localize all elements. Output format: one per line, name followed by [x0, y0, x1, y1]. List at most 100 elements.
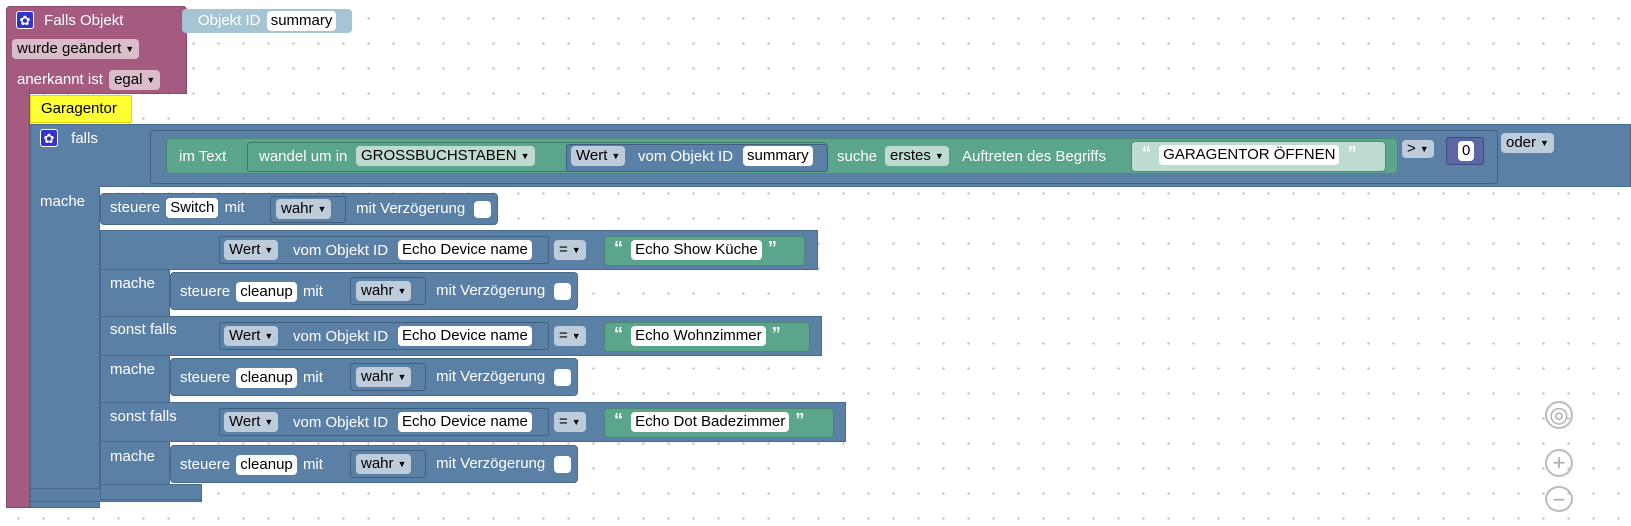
branch-1-device-field[interactable]: Echo Device name: [398, 240, 532, 260]
comment-text: Garagentor: [41, 100, 117, 117]
branch-3-wert-dropdown[interactable]: Wert▼: [224, 412, 279, 432]
branch-1-string-field[interactable]: Echo Show Küche: [631, 240, 762, 260]
zoom-out-icon[interactable]: −: [1545, 486, 1573, 512]
oder-dropdown[interactable]: oder▼: [1501, 133, 1554, 153]
branch-2-wert-dropdown[interactable]: Wert▼: [224, 326, 279, 346]
quote-close-icon: ”: [767, 238, 777, 258]
steuere-switch-content: steuere Switch mit: [110, 198, 245, 218]
outer-falls-text: falls: [71, 130, 98, 147]
compare-op-dropdown[interactable]: >▼: [1402, 140, 1434, 158]
branch-3-wert-value: Wert: [229, 413, 261, 430]
branch-2-eq-dropdown[interactable]: =▼: [554, 326, 586, 346]
mit-label: mit: [302, 369, 323, 386]
branch-2-target-field[interactable]: cleanup: [236, 368, 297, 388]
ack-row: anerkannt ist egal▼: [17, 70, 161, 90]
search-string-field[interactable]: GARAGENTOR ÖFFNEN: [1159, 145, 1340, 165]
dropdown-icon: ▼: [520, 151, 530, 162]
search-string-content: “ GARAGENTOR ÖFFNEN ”: [1142, 143, 1357, 165]
branch-1-wert-dropdown[interactable]: Wert▼: [224, 240, 279, 260]
dropdown-icon: ▼: [397, 372, 407, 383]
suche-label: suche: [837, 148, 878, 165]
gear-icon[interactable]: ✿: [40, 129, 58, 147]
dropdown-icon: ▼: [1540, 138, 1549, 149]
branch-3-string-content: “ Echo Dot Badezimmer ”: [614, 410, 804, 432]
delay-checkbox[interactable]: [474, 200, 492, 218]
dropdown-icon: ▼: [125, 44, 135, 55]
wert-dropdown[interactable]: Wert▼: [571, 146, 626, 166]
event-title: Falls Objekt: [44, 12, 124, 29]
branch-1-target-field[interactable]: cleanup: [236, 282, 297, 302]
mit-label: mit: [224, 199, 245, 216]
erstes-dropdown-value: erstes: [890, 147, 931, 164]
dropdown-icon: ▼: [1419, 144, 1429, 155]
outer-mache-label: mache: [40, 193, 86, 210]
branch-1-value-dropdown[interactable]: wahr▼: [356, 281, 412, 301]
delay-checkbox[interactable]: [554, 282, 572, 300]
dropdown-icon: ▼: [934, 151, 944, 162]
vom-objekt-label: vom Objekt ID: [638, 148, 734, 165]
branch-3-target-field[interactable]: cleanup: [236, 455, 297, 475]
dropdown-icon: ▼: [397, 459, 407, 470]
gear-icon[interactable]: ✿: [16, 11, 34, 29]
branch-2-wert-value: Wert: [229, 327, 261, 344]
branch-3-eq-value: =: [559, 413, 568, 430]
delay-checkbox[interactable]: [554, 368, 572, 386]
ack-dropdown-value: egal: [114, 71, 143, 88]
inner-if-spine: [100, 230, 170, 490]
branch-2-string-content: “ Echo Wohnzimmer ”: [614, 324, 781, 346]
event-header: ✿ Falls Objekt: [16, 11, 123, 30]
oder-dropdown-value: oder: [1506, 134, 1537, 151]
branch-2-eq-value: =: [559, 327, 568, 344]
branch-2-value-dropdown[interactable]: wahr▼: [356, 367, 412, 387]
changed-dropdown-value: wurde geändert: [17, 40, 122, 57]
quote-close-icon: ”: [1347, 143, 1357, 163]
ack-dropdown[interactable]: egal▼: [109, 70, 161, 90]
branch-1-eq-dropdown[interactable]: =▼: [554, 240, 586, 260]
quote-open-icon: “: [1142, 143, 1151, 163]
branch-3-device-field[interactable]: Echo Device name: [398, 412, 532, 432]
branch-1-vom-objekt-label: vom Objekt ID: [293, 242, 389, 259]
branch-2-string-field[interactable]: Echo Wohnzimmer: [631, 326, 766, 346]
branch-2-delay: mit Verzögerung: [436, 368, 572, 386]
branch-2-device-field[interactable]: Echo Device name: [398, 326, 532, 346]
switch-value-dropdown[interactable]: wahr▼: [276, 199, 332, 219]
delay-label: mit Verzögerung: [436, 368, 546, 385]
branch-2-vom-objekt-label: vom Objekt ID: [293, 328, 389, 345]
dropdown-icon: ▼: [611, 151, 621, 162]
branch-3-value: wahr: [361, 455, 394, 472]
case-dropdown[interactable]: GROSSBUCHSTABEN▼: [356, 146, 535, 166]
branch-3-vom-objekt-label: vom Objekt ID: [293, 414, 389, 431]
branch-2-value: wahr: [361, 368, 394, 385]
zoom-in-icon[interactable]: +: [1545, 449, 1573, 477]
number-field[interactable]: 0: [1458, 141, 1475, 161]
dropdown-icon: ▼: [571, 245, 581, 256]
switch-target-field[interactable]: Switch: [166, 198, 219, 218]
branch-1-eq-value: =: [559, 241, 568, 258]
dropdown-icon: ▼: [264, 417, 274, 428]
steuere-label: steuere: [180, 283, 231, 300]
outer-falls-label: ✿ falls: [40, 129, 98, 148]
branch-1-value: wahr: [361, 282, 394, 299]
branch-1-string-content: “ Echo Show Küche ”: [614, 238, 777, 260]
center-workspace-icon[interactable]: ◎: [1545, 401, 1573, 429]
branch-3-string-field[interactable]: Echo Dot Badezimmer: [631, 412, 790, 432]
mit-label: mit: [302, 283, 323, 300]
event-block-spine: [6, 88, 30, 508]
delay-checkbox[interactable]: [554, 455, 572, 473]
comment-block[interactable]: Garagentor: [30, 95, 132, 123]
dropdown-icon: ▼: [571, 331, 581, 342]
steuere-label: steuere: [180, 456, 231, 473]
branch-2-sonst-falls-label: sonst falls: [110, 321, 177, 338]
branch-3-eq-dropdown[interactable]: =▼: [554, 412, 586, 432]
branch-2-action-content: steuere cleanup mit: [180, 368, 323, 388]
dropdown-icon: ▼: [146, 75, 156, 86]
ack-label: anerkannt ist: [17, 71, 103, 88]
object-id-field[interactable]: summary: [266, 11, 337, 31]
erstes-dropdown[interactable]: erstes▼: [885, 146, 949, 166]
switch-value: wahr: [281, 200, 314, 217]
quote-close-icon: ”: [795, 410, 805, 430]
changed-dropdown[interactable]: wurde geändert▼: [12, 39, 140, 59]
branch-3-value-dropdown[interactable]: wahr▼: [356, 454, 412, 474]
steuere-label: steuere: [110, 199, 161, 216]
objekt-summary-field[interactable]: summary: [743, 146, 813, 166]
